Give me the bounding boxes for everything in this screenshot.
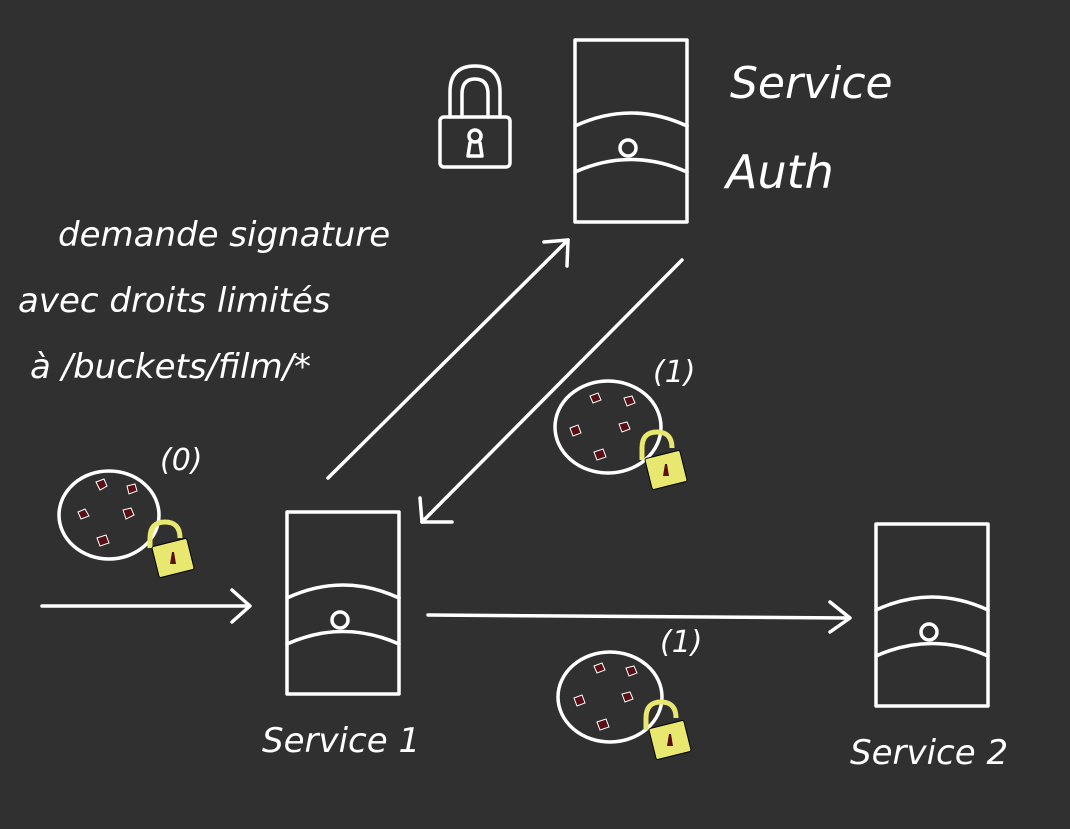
- service2-server-icon: [874, 522, 990, 708]
- request-note-line3: à /buckets/film/*: [30, 347, 311, 387]
- service1-to-service2-arrow: [426, 600, 852, 634]
- auth-padlock-icon: [438, 64, 512, 169]
- cookie-from-auth: [553, 379, 663, 475]
- auth-service-label-line2: Auth: [723, 145, 834, 199]
- cookie-to-service2-label: (1): [660, 625, 703, 660]
- service2-label: Service 2: [850, 733, 1008, 773]
- service1-to-auth-arrow: [326, 238, 570, 480]
- request-note-line1: demande signature: [58, 215, 390, 255]
- cookie-initial-label: (0): [160, 443, 203, 478]
- request-note-line2: avec droits limités: [18, 281, 330, 321]
- cookie-initial-padlock-icon: [147, 519, 195, 578]
- auth-server-icon: [573, 38, 689, 224]
- incoming-arrow: [40, 588, 252, 624]
- cookie-initial: [57, 469, 161, 561]
- cookie-from-auth-padlock-icon: [639, 429, 688, 490]
- auth-to-service1-arrow: [418, 258, 684, 524]
- cookie-to-service2: [556, 650, 664, 744]
- cookie-to-service2-padlock-icon: [643, 699, 692, 760]
- service1-server-icon: [285, 510, 401, 696]
- auth-service-label-line1: Service: [730, 58, 893, 109]
- service1-label: Service 1: [262, 721, 420, 761]
- cookie-from-auth-label: (1): [653, 355, 696, 390]
